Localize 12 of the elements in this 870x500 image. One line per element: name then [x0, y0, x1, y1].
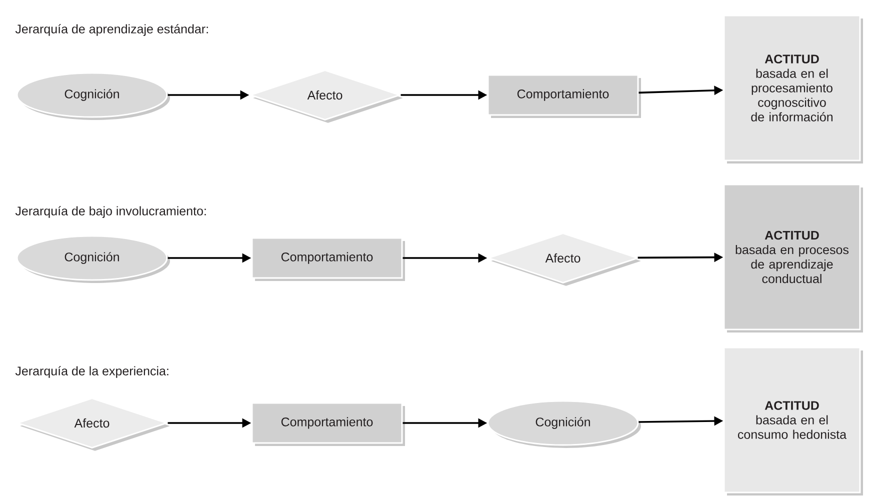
attitude-box: ACTITUD basada en procesos de aprendizaje conductual	[723, 184, 863, 332]
diamond-node: Afecto	[248, 70, 403, 123]
heading: Jerarquía de la experiencia:	[15, 366, 168, 378]
diamond-node: Afecto	[14, 398, 170, 451]
attitude-box: ACTITUD basada en el consumo hedonista	[723, 346, 863, 496]
diamond-node: Afecto	[486, 232, 641, 286]
process-box: Comportamiento	[251, 402, 405, 446]
heading: Jerarquía de aprendizaje estándar:	[15, 24, 208, 36]
heading: Jerarquía de bajo involucramiento:	[15, 206, 206, 218]
process-box: Comportamiento	[251, 237, 405, 281]
process-box: Comportamiento	[487, 74, 641, 118]
attitude-box: ACTITUD basada en el procesamiento cognoscitivo de información	[723, 14, 863, 164]
